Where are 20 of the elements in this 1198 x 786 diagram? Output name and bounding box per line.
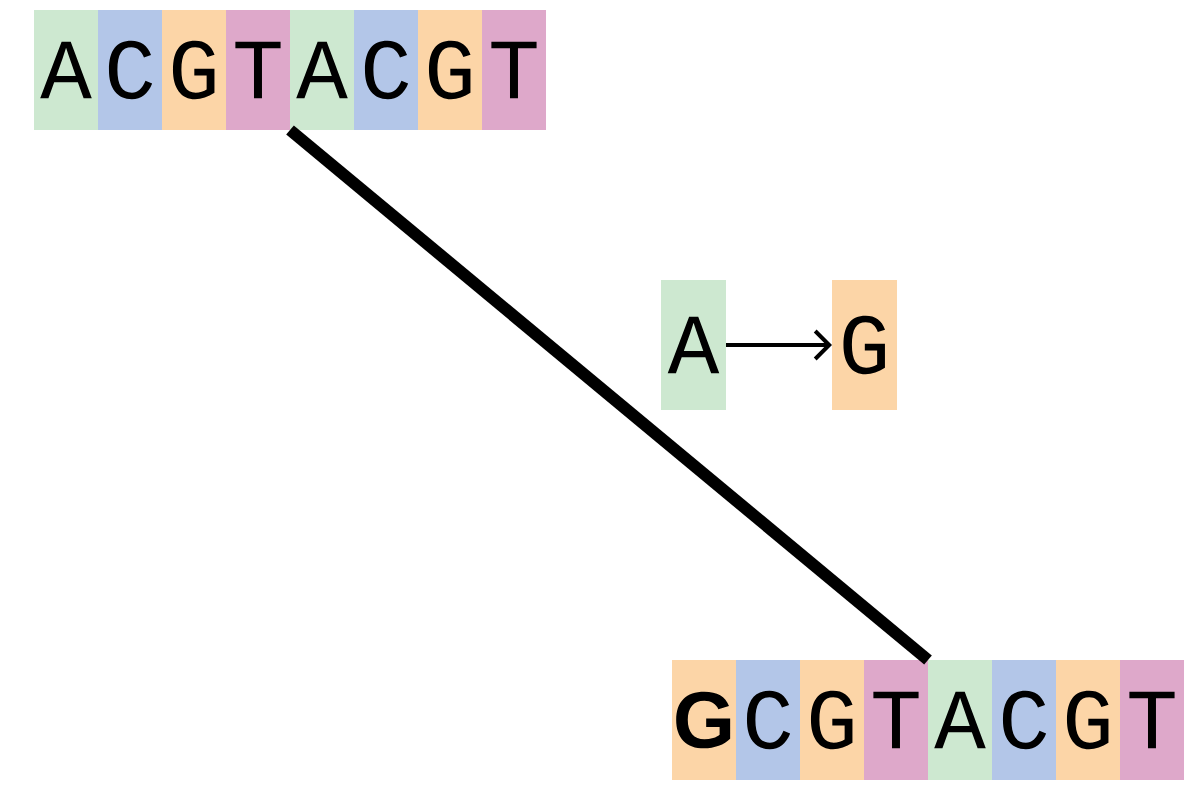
letter-cell: G (672, 660, 736, 780)
letter-cell: G (162, 10, 226, 130)
letter-cell: A (34, 10, 98, 130)
letter-cell: T (1120, 660, 1184, 780)
letter-cell: C (736, 660, 800, 780)
letter-cell: C (992, 660, 1056, 780)
letter-cell: C (354, 10, 418, 130)
letter-cell: C (98, 10, 162, 130)
letter-cell: G (800, 660, 864, 780)
letter-cell: T (482, 10, 546, 130)
letter-cell: T (864, 660, 928, 780)
letter-cell: A (290, 10, 354, 130)
letter-cell: A (928, 660, 992, 780)
arrow (726, 329, 832, 361)
connector-line (286, 125, 932, 665)
letter-cell: T (226, 10, 290, 130)
letter-cell: G (418, 10, 482, 130)
letter-cell: G (1056, 660, 1120, 780)
letter-cell: A (661, 280, 726, 410)
letter-cell: G (832, 280, 897, 410)
